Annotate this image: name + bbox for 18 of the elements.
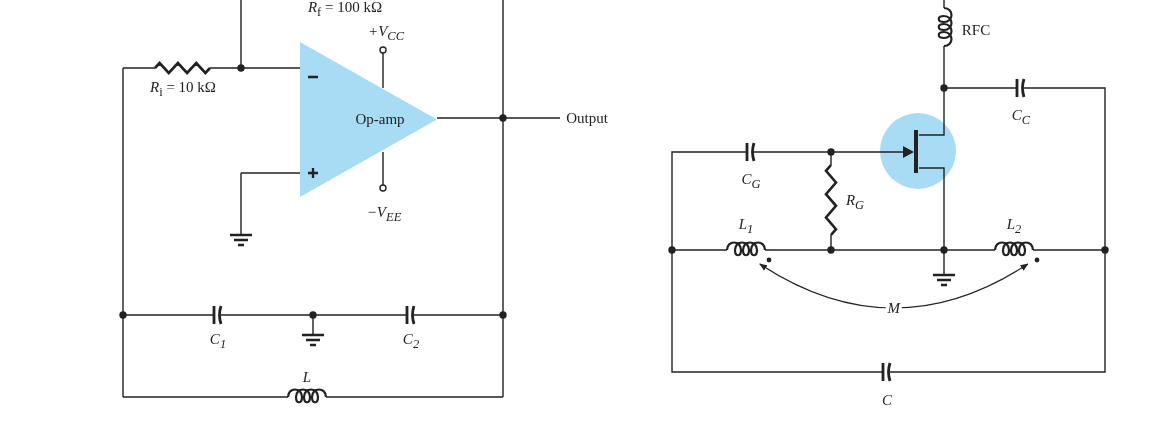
component-label: L (302, 368, 312, 386)
op-amp-label: Op-amp (355, 110, 405, 128)
mutual-inductance-arrow (759, 263, 1029, 309)
component-label: RFC (961, 21, 991, 39)
component-label: C (882, 391, 892, 409)
component-label: R$_{i}$ = 10 kΩ (150, 78, 216, 100)
component-label: −V$_{EE}$ (366, 203, 402, 225)
component-label: L$_{2}$ (1006, 215, 1022, 237)
component-label: C$_{G}$ (741, 170, 761, 192)
component-label: C$_{2}$ (402, 330, 420, 352)
component-label: C$_{C}$ (1011, 106, 1031, 128)
component-label: +V$_{CC}$ (368, 22, 404, 44)
component-label: L$_{1}$ (738, 215, 754, 237)
component-label: R$_{f}$ = 100 kΩ (307, 0, 383, 20)
component-label: R$_{G}$ (845, 191, 865, 213)
component-label: C$_{1}$ (209, 330, 227, 352)
component-label: Output (566, 109, 608, 127)
wire (775, 249, 991, 251)
